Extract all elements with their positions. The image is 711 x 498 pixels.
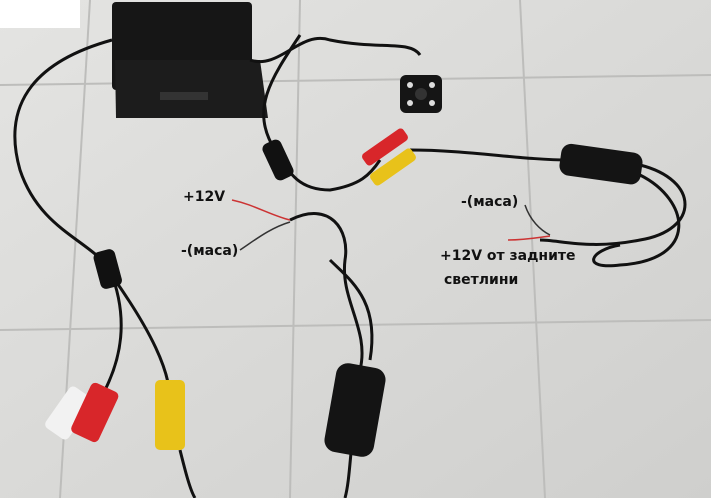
label-left-plus12v: +12V [183,189,226,205]
rca-connectors-bottom [45,380,185,450]
inline-connector [262,139,294,181]
label-right-plus12v-line2: светлини [444,272,519,288]
camera [400,75,442,113]
label-right-ground: -(маса) [461,194,519,210]
label-right-plus12v: +12V от задните [440,248,576,264]
splitter-connector [93,249,122,289]
rca-connectors-top [362,128,416,186]
bare-wires [231,199,551,251]
label-left-ground: -(маса) [181,243,239,259]
receiver-box [324,363,386,457]
transmitter-box [559,143,643,185]
monitor [112,2,268,118]
